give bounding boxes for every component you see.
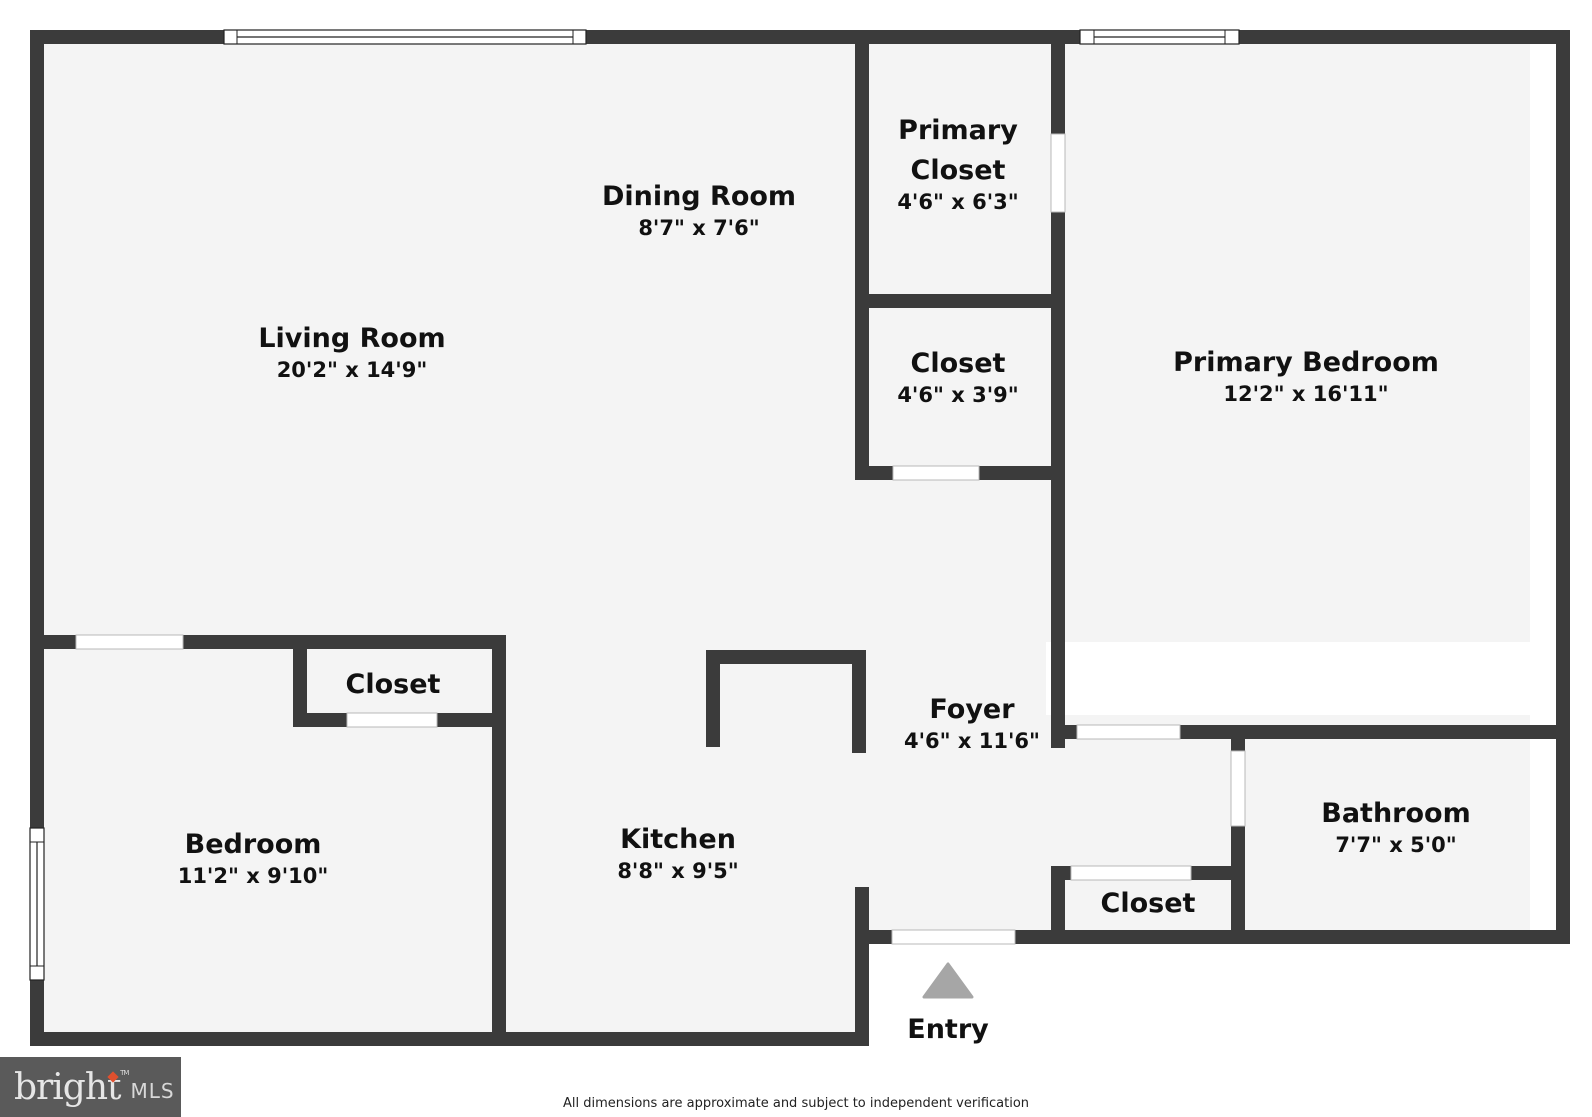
room-dims: 4'6" x 3'9": [897, 383, 1019, 407]
room-label-dining-room: Dining Room 8'7" x 7'6": [601, 180, 797, 242]
room-name: Bedroom: [177, 828, 329, 862]
room-dims: 7'7" x 5'0": [1335, 833, 1457, 857]
room-name: Bathroom: [1321, 797, 1471, 831]
entry-label: Entry: [907, 1014, 989, 1045]
room-name-line-2: Closet: [897, 154, 1019, 188]
room-dims: 12'2" x 16'11": [1223, 382, 1389, 406]
room-label-bathroom: Bathroom 7'7" x 5'0": [1321, 797, 1471, 859]
room-label-bedroom-closet: Closet: [345, 668, 441, 702]
room-name-line-1: Primary: [897, 114, 1019, 148]
room-name: Primary Bedroom: [1173, 346, 1439, 380]
room-name: Closet: [897, 347, 1019, 381]
triangle-up-icon: [922, 962, 974, 999]
room-name: Kitchen: [617, 823, 739, 857]
logo-suffix: MLS: [130, 1079, 175, 1103]
logo-brand: bright TM: [14, 1066, 130, 1108]
room-label-primary-closet: Primary Closet 4'6" x 6'3": [897, 114, 1019, 216]
room-name: Closet: [345, 668, 441, 702]
room-label-primary-bedroom: Primary Bedroom 12'2" x 16'11": [1173, 346, 1439, 408]
logo-brand-text: bright: [14, 1066, 121, 1108]
room-dims: 20'2" x 14'9": [276, 358, 428, 382]
room-dims: 8'7" x 7'6": [638, 216, 760, 240]
room-label-foyer: Foyer 4'6" x 11'6": [904, 693, 1040, 755]
room-name: Living Room: [258, 322, 446, 356]
room-name: Closet: [1100, 887, 1196, 921]
room-label-kitchen: Kitchen 8'8" x 9'5": [617, 823, 739, 885]
room-label-closet-middle: Closet 4'6" x 3'9": [897, 347, 1019, 409]
room-name: Foyer: [904, 693, 1040, 727]
room-dims: 4'6" x 6'3": [897, 190, 1019, 214]
room-label-hall-closet: Closet: [1100, 887, 1196, 921]
room-dims: 11'2" x 9'10": [177, 864, 329, 888]
bright-mls-logo: bright TM MLS: [0, 1057, 181, 1117]
openings: [75, 133, 1246, 945]
room-dims: 4'6" x 11'6": [904, 729, 1040, 753]
room-label-living-room: Living Room 20'2" x 14'9": [258, 322, 446, 384]
room-name: Dining Room: [601, 180, 797, 214]
disclaimer: All dimensions are approximate and subje…: [562, 1096, 1030, 1111]
room-dims: 8'8" x 9'5": [617, 859, 739, 883]
room-label-bedroom: Bedroom 11'2" x 9'10": [177, 828, 329, 890]
windows: [29, 29, 1240, 981]
logo-tm: TM: [120, 1068, 129, 1077]
